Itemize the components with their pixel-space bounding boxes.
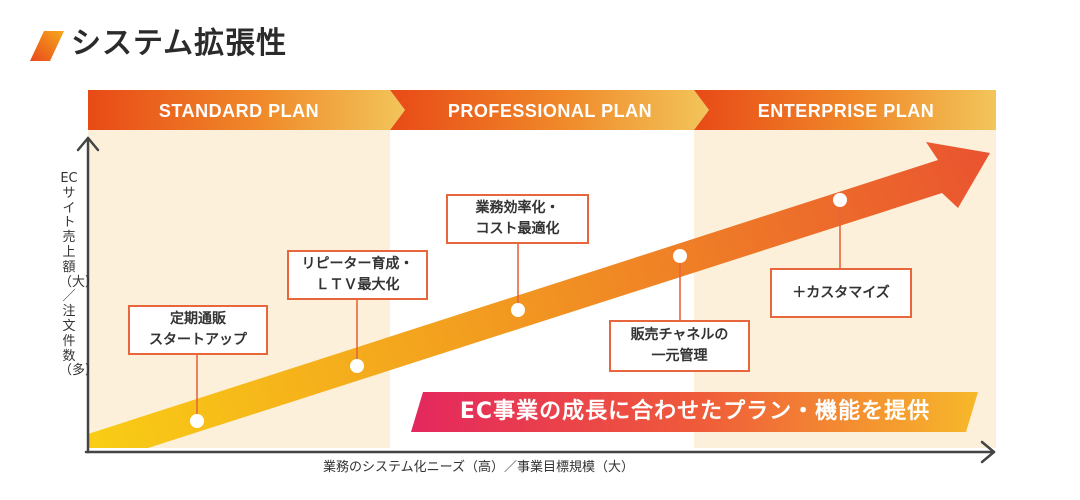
milestone-dot	[511, 303, 525, 317]
feature-box-channel-management: 販売チャネルの 一元管理	[609, 320, 750, 372]
feature-box-customize: ＋カスタマイズ	[770, 268, 912, 318]
x-axis-label: 業務のシステム化ニーズ（高）／事業目標規模（大）	[323, 460, 634, 475]
milestone-dot	[350, 359, 364, 373]
feature-box-repeater-ltv: リピーター育成・ ＬＴＶ最大化	[287, 250, 428, 300]
y-axis-label: ECサイト売上額（大）／注文件数（多）	[59, 171, 99, 379]
professional-plan-label: PROFESSIONAL PLAN	[448, 101, 652, 121]
x-axis	[84, 440, 996, 464]
feature-box-efficiency-cost: 業務効率化・ コスト最適化	[446, 194, 589, 244]
banner-text: EC事業の成長に合わせたプラン・機能を提供	[459, 399, 931, 424]
enterprise-plan-header	[694, 90, 996, 130]
page-title: システム拡張性	[71, 26, 288, 61]
banner-bg	[411, 392, 978, 432]
milestone-dot	[673, 249, 687, 263]
enterprise-plan-label: ENTERPRISE PLAN	[758, 101, 935, 121]
title-accent-icon	[30, 31, 64, 61]
feature-box-subscription-startup: 定期通販 スタートアップ	[128, 305, 268, 355]
standard-plan-label: STANDARD PLAN	[159, 101, 319, 121]
y-axis	[76, 136, 100, 454]
milestone-dot	[190, 414, 204, 428]
professional-plan-header	[390, 90, 709, 130]
milestone-dot	[833, 193, 847, 207]
growth-arrow	[88, 142, 990, 448]
standard-plan-header	[88, 90, 405, 130]
